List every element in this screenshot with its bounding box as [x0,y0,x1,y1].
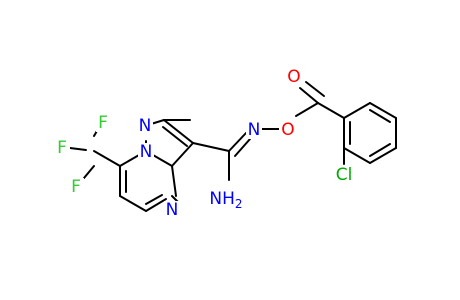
bond-c6-c5 [119,195,147,212]
bond-ar2-ar3 [343,147,371,164]
atom-o-carbonyl: O [287,67,300,87]
atom-n-pyrazole: N [139,116,152,136]
atom-f-top: F [98,113,108,133]
bond-c5-n4 [145,198,167,212]
atom-n-oxime: N [248,120,261,140]
bond-c2-c3-inner [162,126,188,147]
bond-ar5-ar6 [369,102,397,119]
atom-n-bridgehead: N [140,142,153,162]
bond-c2-c3 [163,119,194,144]
bond-ar3-ar4-inner [369,143,391,157]
bond-c-f-bottom [83,165,95,179]
atom-n-pyrimidine: N [166,200,179,220]
bond-c5-n4-inner [145,194,163,205]
bond-n2-c2 [150,119,165,125]
bond-camidine-n [228,132,247,152]
bond-ccarbonyl-aryl [317,102,345,119]
atom-labels: F F F N N N NH2 N O O Cl [55,67,356,220]
atom-nh2: NH2 [209,189,242,211]
bond-ar3-ar4 [369,147,397,164]
bond-camidine-n-inner [234,138,251,157]
bond-c-o-double-b [305,81,325,97]
bond-ar6-ar1 [343,102,371,119]
bond-c-f-left [69,147,87,151]
atom-f-left: F [57,138,67,158]
bond-o-ccarbonyl [295,102,319,117]
atom-f-bottom: F [71,177,81,197]
bond-cf3-ring [93,150,121,167]
atom-o-ester: O [281,120,294,140]
bond-c3-camidine [192,142,230,152]
bonds [69,81,397,212]
bond-c3-c3a [171,142,194,167]
atom-cl: Cl [336,165,353,185]
bond-c-o-double-a [299,87,319,104]
bond-n4-c3a [171,165,177,197]
bond-ar5-ar6-inner [369,109,391,123]
